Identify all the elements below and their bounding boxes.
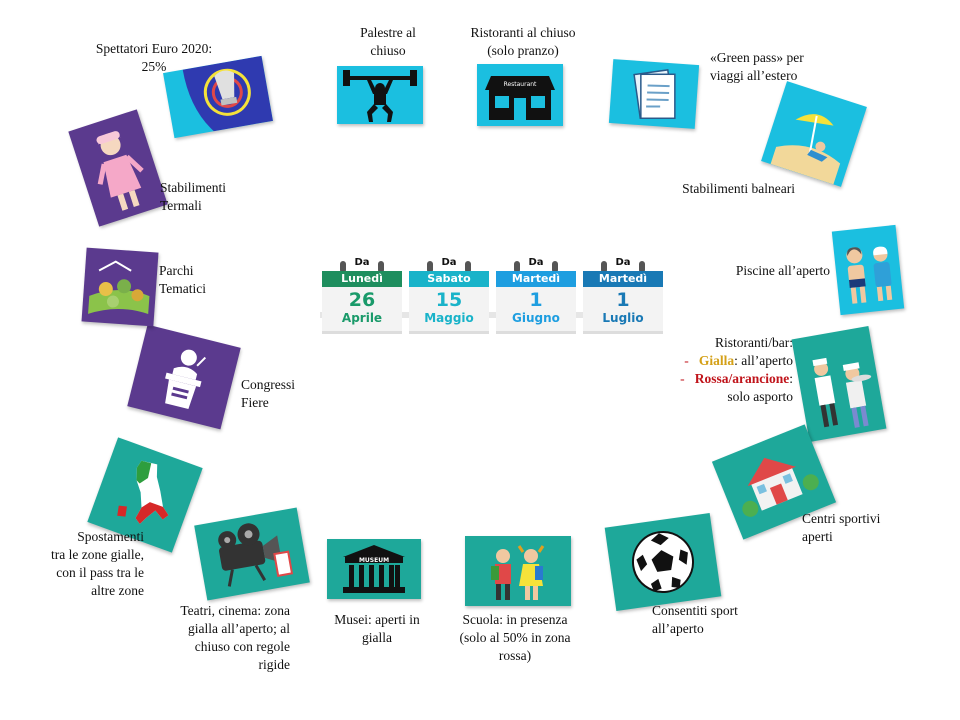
- restaurant-sign: Restaurant: [504, 81, 537, 88]
- calendar-day: Lunedì: [322, 271, 402, 287]
- museum-icon: MUSEUM: [327, 539, 421, 599]
- label-stabilimenti-balneari: Stabilimenti balneari: [682, 181, 795, 196]
- label-terme: Stabilimenti Termali: [160, 180, 226, 213]
- soccer-ball-icon: [604, 513, 722, 611]
- calendar-day: Sabato: [409, 271, 489, 287]
- sports-center-icon: [711, 424, 837, 540]
- cinema-icon: [194, 507, 310, 601]
- calendar-date-2: Da Sabato 15 Maggio: [409, 255, 489, 334]
- calendar-ring: [514, 261, 520, 273]
- label-ristoranti-chiuso: Ristoranti al chiuso (solo pranzo): [470, 25, 576, 58]
- calendar-da: Da: [496, 255, 576, 271]
- label-centri-sportivi: Centri sportivi aperti: [802, 511, 881, 544]
- calendar-month: Giugno: [512, 311, 560, 325]
- calendar-day: Martedì: [496, 271, 576, 287]
- spa-woman-icon: [68, 109, 168, 227]
- calendar-month: Luglio: [602, 311, 644, 325]
- calendar-number: 1: [616, 289, 630, 311]
- label-sport-aperto: Consentiti sport all’aperto: [652, 603, 738, 636]
- swimmers-icon: [831, 224, 905, 316]
- italy-map-icon: [87, 437, 203, 553]
- beach-umbrella-icon: [761, 81, 867, 187]
- label-palestre: Palestre al chiuso: [360, 25, 416, 58]
- waiters-icon: [791, 326, 887, 442]
- calendar-date-3: Da Martedì 1 Giugno: [496, 255, 576, 334]
- label-parchi: Parchi Tematici: [159, 263, 207, 296]
- calendar-ring: [465, 261, 471, 273]
- label-ristoranti-bar: Ristoranti/bar: - Gialla: all’aperto - R…: [680, 335, 793, 404]
- label-piscine: Piscine all’aperto: [735, 263, 830, 278]
- calendar-body: 26 Aprile: [322, 287, 402, 334]
- calendar-number: 15: [435, 289, 463, 311]
- calendar-ring: [639, 261, 645, 273]
- calendar-ring: [552, 261, 558, 273]
- label-congressi: Congressi Fiere: [241, 377, 295, 410]
- document-icon: [608, 59, 700, 129]
- calendar-month: Aprile: [341, 311, 383, 325]
- label-scuola: Scuola: in presenza (solo al 50% in zona…: [459, 612, 571, 663]
- calendar-body: 1 Luglio: [583, 287, 663, 334]
- calendar-day: Martedì: [583, 271, 663, 287]
- label-green-pass: «Green pass» per viaggi all’estero: [710, 50, 804, 83]
- label-teatri: Teatri, cinema: zona gialla all’aperto; …: [180, 603, 290, 672]
- calendar-month: Maggio: [424, 311, 474, 325]
- restaurant-icon: Restaurant: [477, 64, 563, 126]
- calendar-da: Da: [322, 255, 402, 271]
- label-spostamenti: Spostamenti tra le zone gialle, con il p…: [51, 529, 144, 598]
- calendar-body: 15 Maggio: [409, 287, 489, 334]
- calendar-ring: [340, 261, 346, 273]
- calendar-ring: [378, 261, 384, 273]
- label-euro: Spettatori Euro 2020: 25%: [95, 41, 213, 74]
- euro-trophy-icon: [163, 55, 273, 139]
- calendar-da: Da: [409, 255, 489, 271]
- calendar-number: 1: [529, 289, 543, 311]
- calendar-date-4: Da Martedì 1 Luglio: [583, 255, 663, 334]
- speaker-podium-icon: [127, 324, 241, 430]
- students-icon: [465, 536, 571, 606]
- calendar-da: Da: [583, 255, 663, 271]
- weightlifter-icon: [337, 66, 423, 124]
- calendar-body: 1 Giugno: [496, 287, 576, 334]
- theme-park-icon: [81, 247, 159, 327]
- museum-sign: MUSEUM: [359, 557, 389, 564]
- calendar-ring: [427, 261, 433, 273]
- calendar-number: 26: [348, 289, 376, 311]
- calendar-date-1: Da Lunedì 26 Aprile: [322, 255, 402, 334]
- label-musei: Musei: aperti in gialla: [334, 612, 420, 645]
- calendar-ring: [601, 261, 607, 273]
